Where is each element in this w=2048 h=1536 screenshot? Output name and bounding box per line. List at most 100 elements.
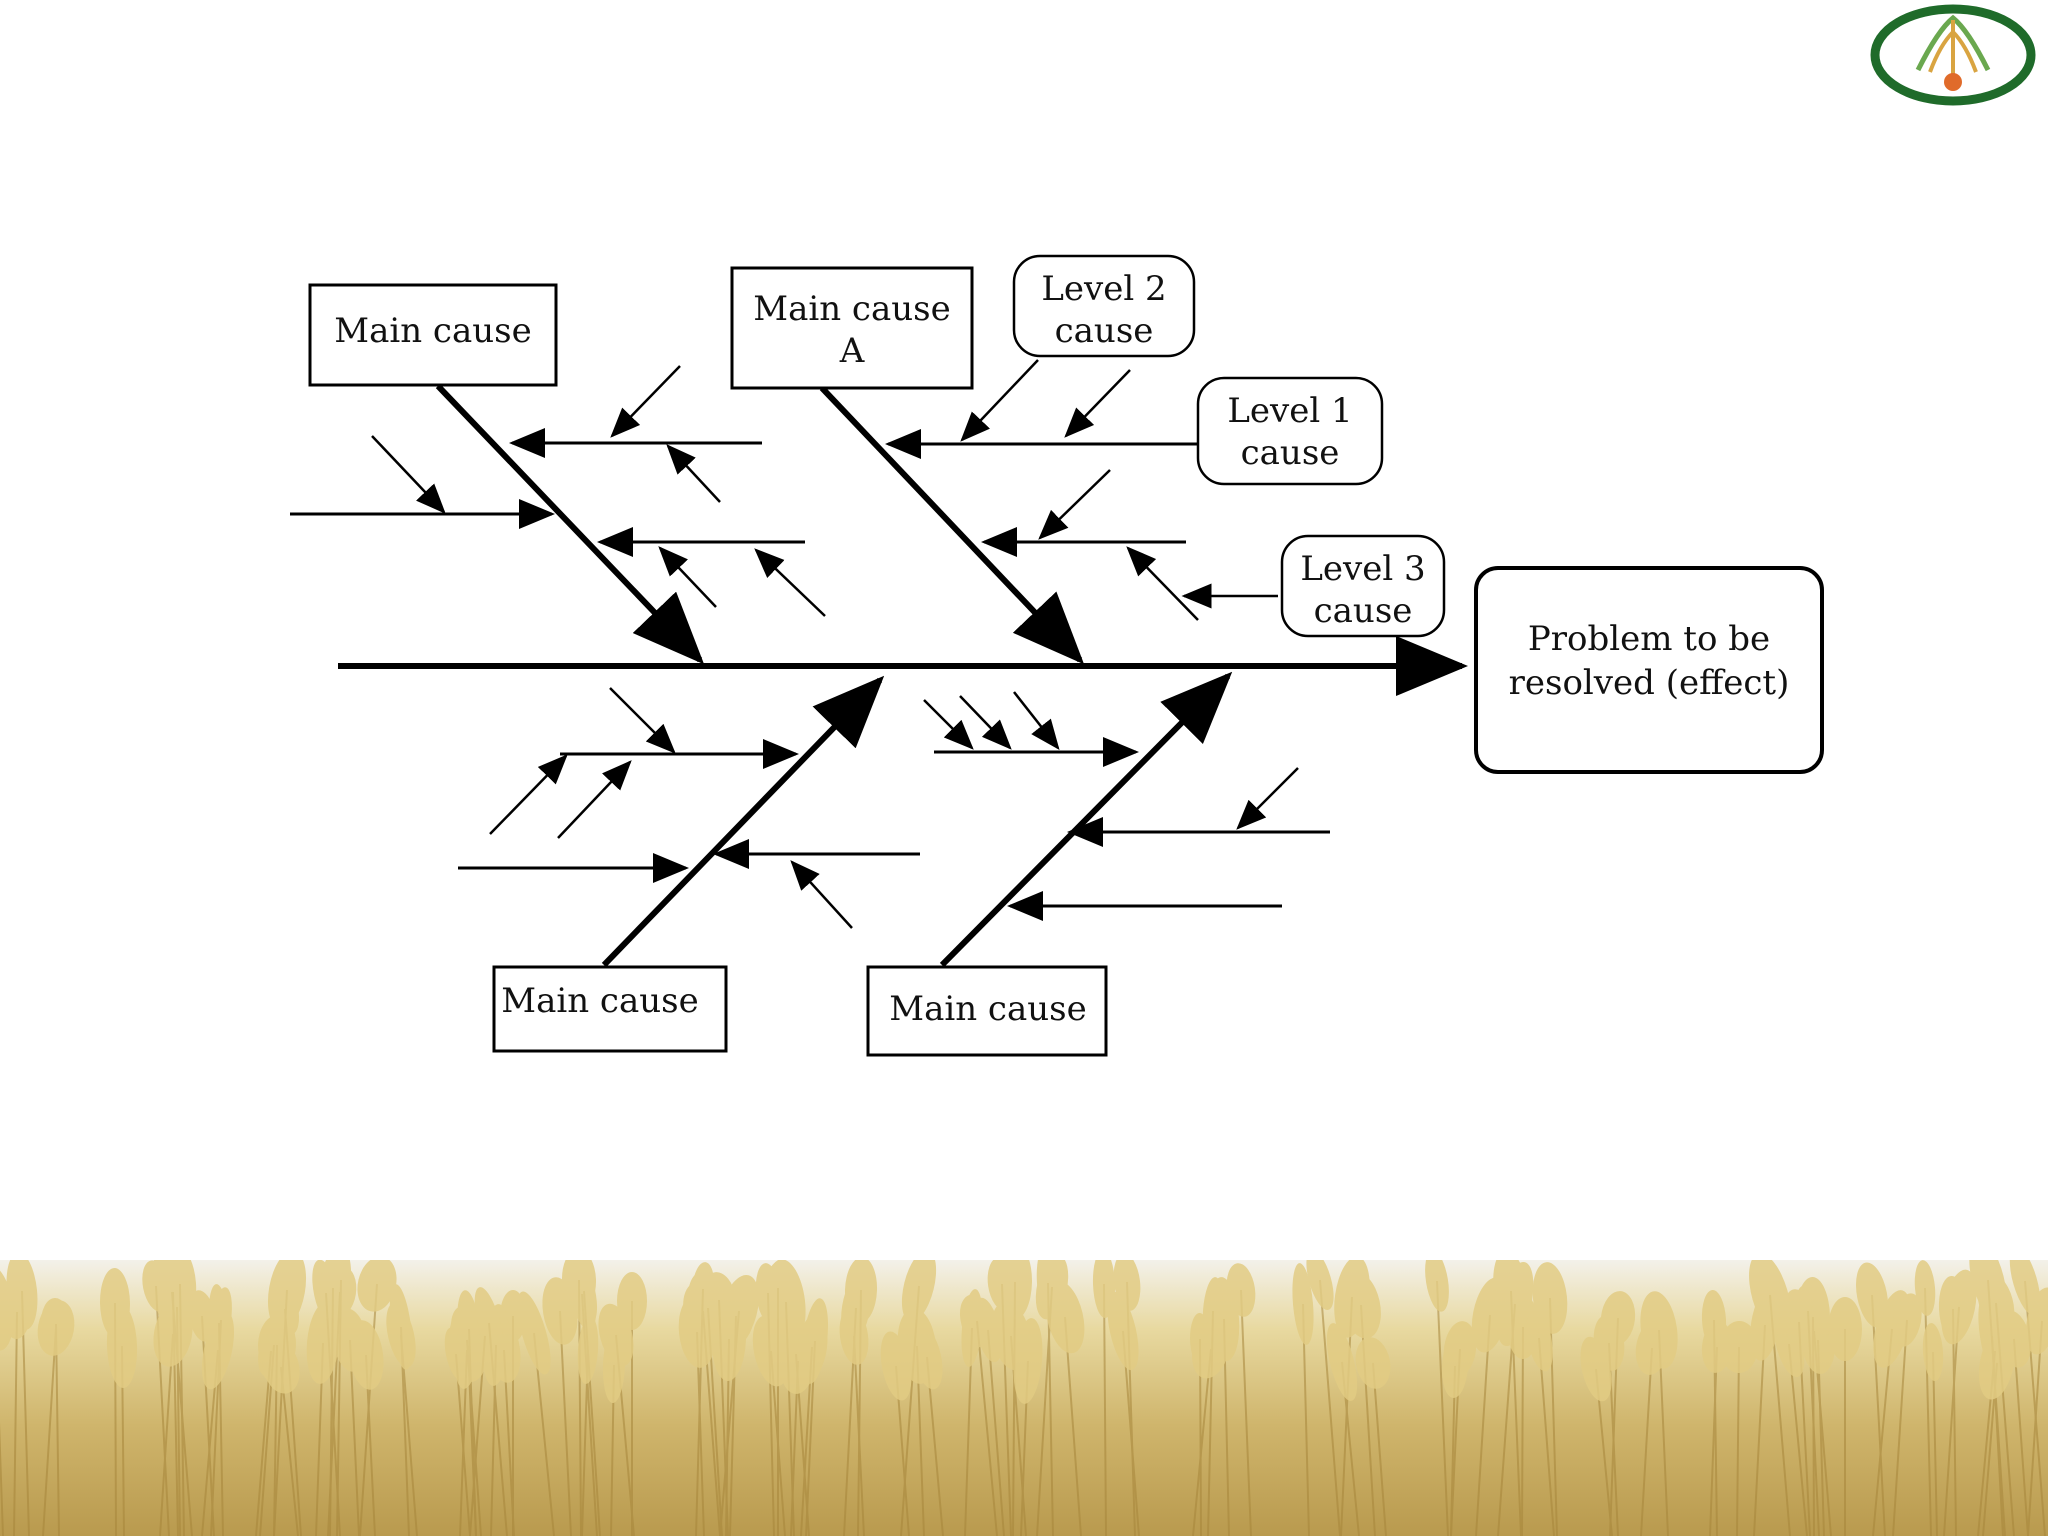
wheat-stalk [1788,1343,1808,1536]
wheat-head [1914,1260,1936,1316]
wheat-stalk [1892,1319,1908,1536]
wheat-head [2009,1260,2041,1316]
wheat-head [1226,1263,1256,1317]
wheat-head [577,1316,599,1384]
main-cause-label: Main cause [334,311,531,351]
svg-text:Level 1: Level 1 [1227,391,1352,431]
wheat-head [1443,1321,1477,1377]
bone-top-left [435,383,705,665]
wheat-head [1800,1306,1836,1374]
wheat-head [1580,1336,1612,1402]
main-cause-box-top-left: Main cause [308,283,558,387]
wheat-head [1635,1321,1669,1375]
sub-cause-arrow [610,365,681,438]
svg-text:cause: cause [1055,311,1154,351]
wheat-head [678,1296,716,1368]
wheat-head [997,1260,1033,1320]
wheat-head [901,1260,937,1323]
callout-level3: Level 3 cause [1280,534,1446,638]
wheat-field-image [0,1260,2048,1536]
sub-cause-arrow [609,687,676,754]
wheat-stalk [42,1327,57,1536]
svg-text:Level 2: Level 2 [1041,269,1166,309]
wheat-head [1941,1269,1977,1345]
wheat-stalk [1064,1316,1082,1536]
wheat-head [188,1290,216,1342]
wheat-head [1306,1260,1334,1310]
wheat-head [1892,1293,1922,1347]
callout-level2: Level 2 cause [1012,254,1196,358]
wheat-stalk [1240,1289,1252,1536]
wheat-stalk [1319,1279,1341,1536]
wheat-head [717,1287,755,1345]
sub-cause-arrow [489,754,568,835]
institution-logo-icon [1870,4,2036,106]
wheat-stalk [2027,1320,2043,1536]
callout-level1: Level 1 cause [1196,376,1384,486]
wheat-stalk [55,1323,60,1536]
wheat-head [99,1268,131,1338]
sub-cause-arrow [1038,469,1111,540]
wheat-head [1532,1262,1568,1334]
sub-cause-arrow [790,860,853,929]
wheat-head [1036,1260,1060,1320]
wheat-head [602,1327,626,1403]
sub-cause-arrow [959,695,1012,750]
wheat-stalk [1538,1337,1555,1536]
wheat-head [1600,1291,1636,1345]
wheat-stalk [987,1329,1005,1536]
effect-box: Problem to be resolved (effect) [1474,566,1824,774]
wheat-head [1922,1323,1944,1381]
wheat-stalk [1436,1280,1449,1536]
wheat-stalk [853,1335,865,1536]
wheat-head [454,1311,480,1389]
wheat-head [1425,1260,1449,1312]
sub-cause-arrow [1013,691,1060,750]
wheat-head [348,1320,384,1390]
main-cause-box-bottom-right: Main cause [866,965,1108,1057]
main-cause-label: Main cause [501,981,698,1021]
wheat-head [153,1301,193,1367]
sub-cause-arrow [754,548,826,617]
wheat-stalk [1372,1362,1387,1536]
wheat-head [1977,1272,2015,1334]
wheat-head [40,1298,72,1350]
bone-bottom-left [601,675,885,968]
bone-bottom-right [939,671,1233,968]
sub-cause-arrow [666,444,721,503]
wheat-head [1855,1262,1889,1328]
wheat-head [1496,1261,1534,1347]
wheat-head [1828,1297,1862,1361]
wheat-stalk [1932,1351,1938,1536]
main-cause-box-top-center: Main cause A [730,266,974,390]
wheat-head [1334,1260,1370,1338]
wheat-head [839,1307,869,1365]
svg-text:cause: cause [1241,433,1340,473]
wheat-stalk [1952,1308,1957,1536]
wheat-head [267,1260,307,1330]
wheat-head [1092,1260,1116,1318]
wheat-stalk [0,1421,4,1536]
wheat-head [357,1260,397,1312]
wheat-head [567,1260,597,1331]
wheat-stalk [1103,1283,1107,1536]
sub-cause-arrow [658,546,717,608]
wheat-head [1192,1319,1230,1379]
wheat-head [1107,1291,1139,1371]
wheat-head [1355,1337,1391,1389]
wheat-stalk [1521,1326,1524,1536]
wheat-stalk [578,1279,582,1536]
wheat-head [1326,1323,1358,1401]
sub-cause-arrow [557,760,632,839]
sub-cause-arrow [1064,369,1131,438]
bone-top-center [819,385,1085,665]
sub-cause-arrow [1126,546,1199,621]
wheat-head [1292,1263,1314,1345]
wheat-head [323,1266,357,1318]
effect-label-line2: resolved (effect) [1509,663,1790,703]
wheat-head [386,1302,416,1368]
wheat-stalk [159,1333,174,1536]
wheat-stalk [13,1311,18,1536]
